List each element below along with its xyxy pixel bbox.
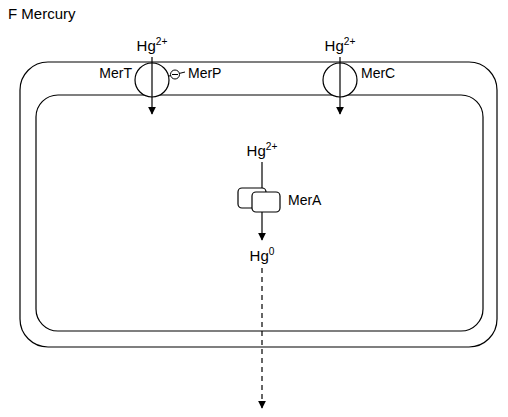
flux-line (261, 162, 262, 190)
ion-label: Hg2+ (325, 38, 356, 55)
ion-label: Hg2+ (137, 38, 168, 55)
flux-arrow (339, 57, 340, 114)
ion-label: Hg2+ (247, 143, 278, 160)
diffusion-arrow (261, 268, 262, 408)
protein-label: MerT (99, 66, 132, 81)
merp-symbol (171, 70, 180, 79)
protein-label: MerA (288, 193, 321, 208)
minus-sign (172, 74, 178, 75)
inner-membrane (36, 95, 483, 331)
outer-membrane (20, 62, 497, 347)
flux-arrow (261, 212, 262, 240)
ion-label: Hg0 (250, 248, 275, 265)
protein-label: MerP (188, 66, 221, 81)
mera-symbol (252, 192, 280, 212)
protein-label: MerC (361, 66, 395, 81)
panel-title: F Mercury (8, 5, 76, 22)
flux-arrow (151, 57, 152, 114)
